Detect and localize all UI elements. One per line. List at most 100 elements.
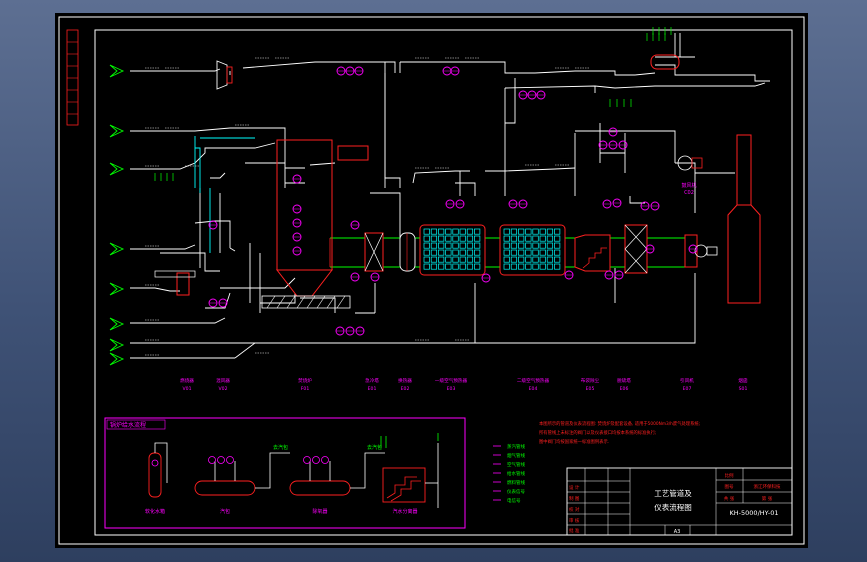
tube-cell [539, 256, 546, 263]
title-block[interactable]: 设 计 制 图 校 对 审 核 批 准 工艺管道及 仪表流程图 KH-5000/… [566, 467, 793, 536]
tube-cell [423, 256, 430, 263]
induced-fan-e07[interactable] [684, 234, 718, 268]
heat-exchanger-e02[interactable] [399, 232, 416, 272]
pipe-annotation-marks [145, 57, 589, 356]
equipment-label-name: 焚烧炉 [298, 377, 312, 384]
preheater-e04[interactable] [499, 224, 566, 276]
legend-label: 烟气管线 [507, 452, 525, 459]
tube-cell [452, 235, 459, 242]
drawing-title-line1: 工艺管道及 [654, 488, 692, 498]
tube-cell [445, 249, 452, 256]
equipment-label-tag: E02 [401, 386, 410, 392]
tube-cell [474, 263, 481, 270]
legend-label: 给水管线 [507, 470, 525, 477]
feedwater-inset[interactable]: 锅炉给水流程 [104, 417, 466, 529]
process-flow-diagram[interactable]: 燃烧器V01混风器V02焚烧炉F01急冷塔E01换热器E02一级空气预热器E03… [55, 13, 808, 548]
tube-cell [532, 263, 539, 270]
equipment-label-name: 脱硫塔 [617, 377, 631, 384]
tb-row-4: 审 核 [569, 517, 580, 524]
tube-cell [430, 256, 438, 263]
tube-cell [525, 228, 532, 235]
legend-label: 燃料管线 [507, 479, 525, 486]
tube-cell [510, 235, 518, 242]
tube-cell [466, 256, 474, 263]
tube-cell [474, 242, 481, 249]
tube-cell [445, 228, 452, 235]
fan-label: 鼓风机 C02 [681, 182, 696, 196]
desulfurizer-e06[interactable] [624, 224, 648, 274]
tb-cell-scale: 比例 [725, 472, 734, 479]
tube-cell [459, 249, 466, 256]
tube-cell [452, 249, 459, 256]
tube-cell [539, 235, 546, 242]
burner-v01[interactable] [216, 60, 233, 90]
inset-deaerator [289, 480, 351, 496]
tube-cell [474, 256, 481, 263]
equipment-label-tag: V02 [219, 386, 228, 392]
equipment-label-name: 急冷塔 [365, 377, 379, 384]
tube-cell [539, 263, 546, 270]
tube-cell [554, 228, 561, 235]
tube-cell [546, 242, 554, 249]
tube-cell [459, 256, 466, 263]
tube-cell [532, 235, 539, 242]
tube-cell [546, 235, 554, 242]
tube-cell [510, 263, 518, 270]
incinerator-f01[interactable] [261, 139, 369, 309]
tube-cell [554, 242, 561, 249]
tube-cell [459, 242, 466, 249]
signal-marks [154, 27, 672, 181]
equipment-label-tag: E07 [683, 386, 692, 392]
tube-cell [525, 263, 532, 270]
tank-top-right[interactable] [650, 54, 680, 70]
tube-cell [546, 263, 554, 270]
equipment-label-tag: F01 [301, 386, 310, 392]
equipment-label-tag: E03 [447, 386, 456, 392]
tube-cell [532, 256, 539, 263]
tube-cell [430, 249, 438, 256]
tb-cell-sheet: 第 张 [762, 495, 773, 502]
mixer-v02[interactable] [154, 270, 196, 296]
pipe-network [130, 33, 770, 359]
bag-filter-e05[interactable] [574, 234, 611, 272]
blower-c02[interactable] [677, 155, 703, 171]
tube-cell [539, 228, 546, 235]
equipment-label-name: 换热器 [398, 377, 412, 384]
equipment-label-name: 引风机 [680, 377, 694, 384]
tb-row-1: 设 计 [569, 484, 580, 491]
tube-cell [466, 249, 474, 256]
tube-cell [518, 242, 525, 249]
tube-cell [474, 249, 481, 256]
tube-cell [459, 228, 466, 235]
tube-cell [438, 256, 445, 263]
equipment-label-name: 布袋除尘 [581, 377, 600, 384]
tube-cell [503, 256, 510, 263]
water-lines [194, 136, 255, 253]
preheater-e03[interactable] [419, 224, 486, 276]
tube-cell [423, 242, 430, 249]
tube-cell [546, 256, 554, 263]
tube-cell [445, 242, 452, 249]
instrument-bubbles [208, 66, 698, 336]
tube-cell [503, 235, 510, 242]
flue-duct [330, 237, 685, 268]
quench-tower-e01[interactable] [364, 232, 384, 272]
tube-cell [532, 249, 539, 256]
tube-cell [430, 235, 438, 242]
inset-stub-label-2: 去汽包 [367, 444, 382, 451]
inset-drum [194, 480, 256, 496]
tube-cell [503, 249, 510, 256]
tube-cell [525, 249, 532, 256]
tube-cell [466, 242, 474, 249]
drawing-number: KH-5000/HY-01 [730, 509, 779, 517]
tube-cell [554, 249, 561, 256]
tube-cell [539, 249, 546, 256]
tube-cell [554, 256, 561, 263]
tube-cell [452, 242, 459, 249]
tube-cell [466, 263, 474, 270]
tube-cell [525, 235, 532, 242]
stack-s01[interactable] [727, 134, 761, 304]
